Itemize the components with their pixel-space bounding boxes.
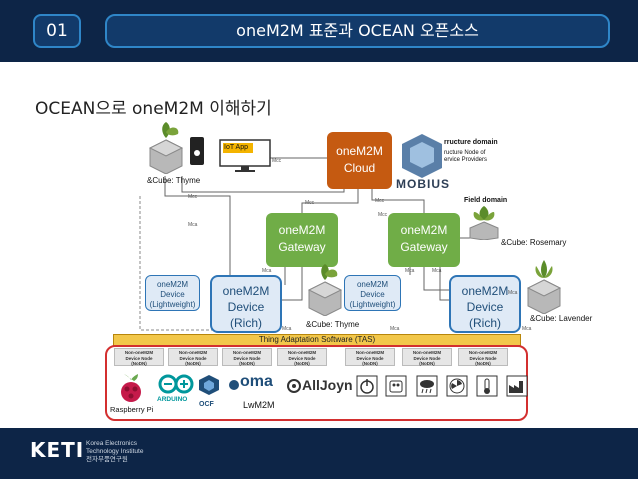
raspberry-pi-label: Raspberry Pi (110, 405, 154, 414)
alljoyn-logo-icon (287, 379, 301, 393)
gateway-1-label: oneM2M Gateway (278, 223, 326, 254)
infra-domain-label: rructure domain (444, 139, 498, 146)
light-device-1-label: oneM2M Device (Lightweight) (149, 280, 196, 309)
power-icon (356, 375, 378, 397)
mobius-logo-icon (400, 132, 445, 188)
slide-title: oneM2M 표준과 OCEAN 오픈소스 (105, 14, 610, 48)
mca-label-8: Mca (508, 290, 518, 296)
onem2m-gateway-1: oneM2M Gateway (266, 213, 338, 267)
factory-icon (506, 375, 528, 397)
mca-label-3: Mca (262, 268, 272, 274)
cube-thyme-top-label: &Cube: Thyme (147, 176, 201, 185)
nodn-box-4: Non-oneM2M Device Node (NoDN) (277, 348, 327, 366)
iot-app-monitor-icon: IoT App (219, 139, 271, 173)
cube-lavender-label: &Cube: Lavender (530, 314, 593, 323)
cube-rosemary-label: &Cube: Rosemary (501, 238, 567, 247)
mcc-label-3: Mcc (375, 198, 385, 204)
org-name-kr: 전자부품연구원 (86, 456, 128, 463)
lavender-cube-icon (526, 258, 562, 315)
alljoyn-label: AllJoyn (302, 377, 353, 393)
lwm2m-label: LwM2M (243, 400, 275, 410)
header-bar: 01 oneM2M 표준과 OCEAN 오픈소스 (0, 0, 638, 62)
fan-icon (446, 375, 468, 397)
rosemary-cube-icon (466, 204, 502, 241)
arduino-label: ARDUINO (157, 396, 188, 403)
thyme-cube-icon (148, 118, 184, 175)
mcc-label-5: Mcc (378, 212, 388, 218)
ocf-label: OCF (199, 401, 214, 408)
nodn-box-1: Non-oneM2M Device Node (NoDN) (114, 348, 164, 366)
rich-device-1-label: oneM2M Device (Rich) (222, 284, 270, 330)
iot-app-label: IoT App (224, 144, 249, 151)
infra-node-label: ructure Node of ervice Providers (444, 150, 488, 163)
mca-label-1: Mca (188, 222, 198, 228)
onem2m-device-rich-2: oneM2M Device (Rich) (449, 275, 521, 333)
section-subtitle: OCEAN으로 oneM2M 이해하기 (35, 99, 272, 119)
thermometer-icon (476, 375, 498, 397)
mca-label-4: Mca (405, 268, 415, 274)
mcc-label-2: Mcc (305, 200, 315, 206)
onem2m-device-rich-1: oneM2M Device (Rich) (210, 275, 282, 333)
phone-icon (189, 136, 205, 166)
nodn-box-3: Non-oneM2M Device Node (NoDN) (222, 348, 272, 366)
oma-logo-icon (228, 378, 240, 390)
onem2m-device-lightweight-2: oneM2M Device (Lightweight) (344, 275, 401, 311)
mca-label-7: Mca (522, 326, 532, 332)
org-name-en: Korea Electronics Technology Institute (86, 440, 144, 455)
mcc-label-1: Mcc (272, 158, 282, 164)
nodn-box-7: Non-oneM2M Device Node (NoDN) (458, 348, 508, 366)
keti-logo: KETI (30, 438, 85, 462)
onem2m-gateway-2: oneM2M Gateway (388, 213, 460, 267)
field-domain-label: Field domain (464, 197, 508, 204)
cube-thyme-mid-label: &Cube: Thyme (306, 320, 360, 329)
onem2m-device-lightweight-1: oneM2M Device (Lightweight) (145, 275, 200, 311)
thyme-cube-mid-icon (307, 262, 343, 317)
cloud-label: oneM2M Cloud (336, 144, 383, 175)
onem2m-cloud-node: oneM2M Cloud (327, 132, 392, 189)
rich-device-2-label: oneM2M Device (Rich) (461, 284, 509, 330)
gateway-2-label: oneM2M Gateway (400, 223, 448, 254)
mca-label-2: Mca (432, 268, 442, 274)
arduino-logo-icon (156, 374, 196, 400)
footer-bar: KETI Korea Electronics Technology Instit… (0, 428, 638, 479)
raspberry-pi-icon (118, 372, 144, 404)
nodn-box-6: Non-oneM2M Device Node (NoDN) (402, 348, 452, 366)
mca-label-6: Mca (390, 326, 400, 332)
weather-icon (416, 375, 438, 397)
light-device-2-label: oneM2M Device (Lightweight) (349, 280, 396, 309)
nodn-box-2: Non-oneM2M Device Node (NoDN) (168, 348, 218, 366)
mca-label-5: Mca (282, 326, 292, 332)
robot-face-icon (385, 375, 407, 397)
mobius-label: MOBIUS (396, 177, 450, 191)
ocf-logo-icon (198, 374, 220, 396)
slide-number: 01 (33, 14, 81, 48)
oma-label: oma (240, 373, 273, 390)
mcc-label-4: Mcc (188, 194, 198, 200)
nodn-box-5: Non-oneM2M Device Node (NoDN) (345, 348, 395, 366)
